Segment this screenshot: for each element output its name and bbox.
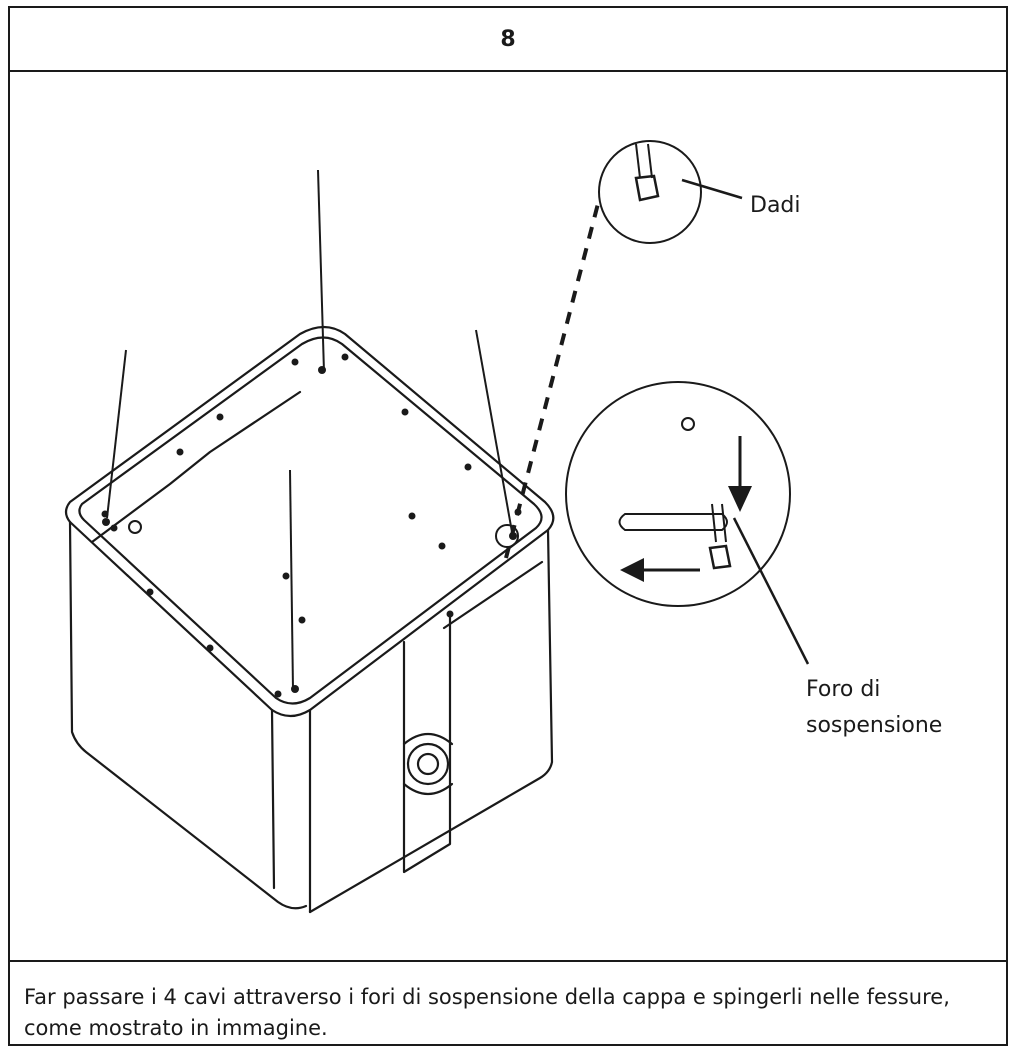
instruction-caption: Far passare i 4 cavi attraverso i fori d…: [10, 960, 1006, 1044]
arrow-down-icon: [728, 436, 752, 512]
slot-detail-circle: [565, 381, 810, 665]
nut-detail-circle: [598, 140, 743, 244]
instruction-panel: 8: [8, 6, 1008, 1046]
callout-nuts-label: Dadi: [750, 193, 801, 218]
arrow-left-icon: [620, 558, 700, 582]
callout-hole-label-line2: sospensione: [806, 713, 942, 738]
top-holes: [101, 353, 522, 698]
assembly-illustration: Dadi Foro di sospensione: [64, 140, 942, 914]
callout-hole-label-line1: Foro di: [806, 677, 880, 702]
dashed-leader: [504, 195, 602, 559]
step-number: 8: [10, 8, 1006, 72]
suspension-cables: [106, 169, 513, 691]
hood-box-drawing: [64, 325, 555, 914]
